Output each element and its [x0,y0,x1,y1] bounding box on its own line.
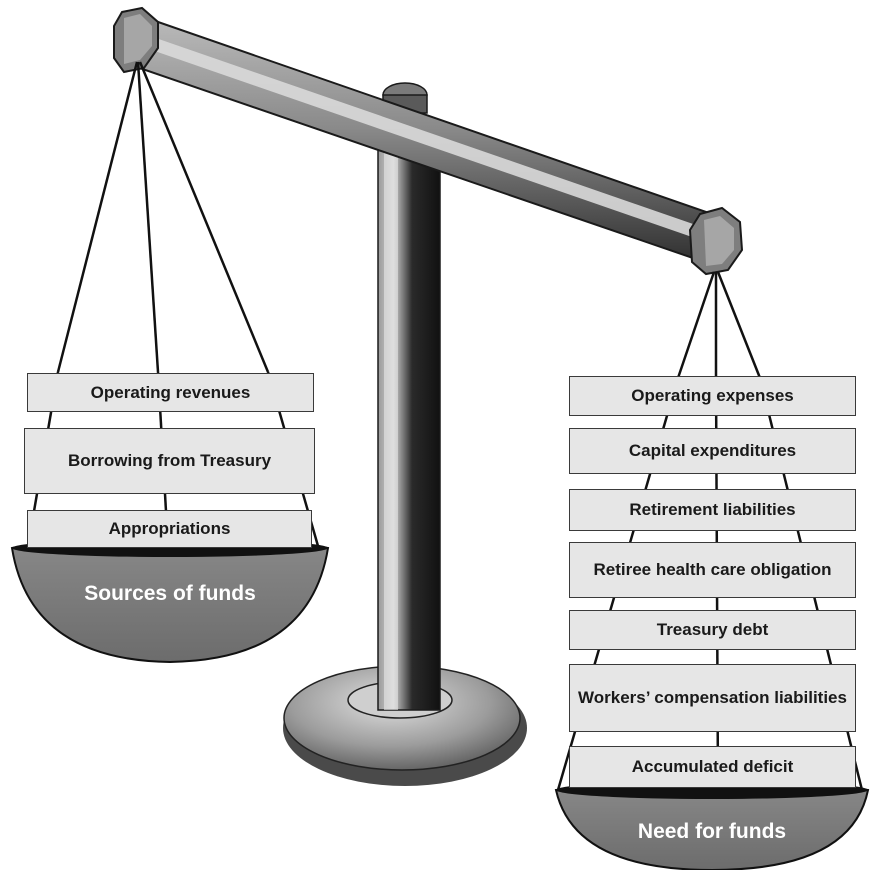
need-item-workers-compensation-liabilities: Workers’ compensation liabilities [569,664,856,732]
need-item-retiree-health-care-obligation: Retiree health care obligation [569,542,856,598]
sources-of-funds-label: Sources of funds [84,582,256,605]
need-item-accumulated-deficit: Accumulated deficit [569,746,856,788]
need-for-funds-label: Need for funds [637,820,787,843]
scale-beam [113,6,744,276]
source-item-appropriations: Appropriations [27,510,312,548]
scale-pillar [377,149,441,711]
need-item-retirement-liabilities: Retirement liabilities [569,489,856,531]
need-item-capital-expenditures: Capital expenditures [569,428,856,474]
source-item-borrowing-from-treasury: Borrowing from Treasury [24,428,315,494]
need-item-treasury-debt: Treasury debt [569,610,856,650]
need-item-operating-expenses: Operating expenses [569,376,856,416]
source-item-operating-revenues: Operating revenues [27,373,314,412]
